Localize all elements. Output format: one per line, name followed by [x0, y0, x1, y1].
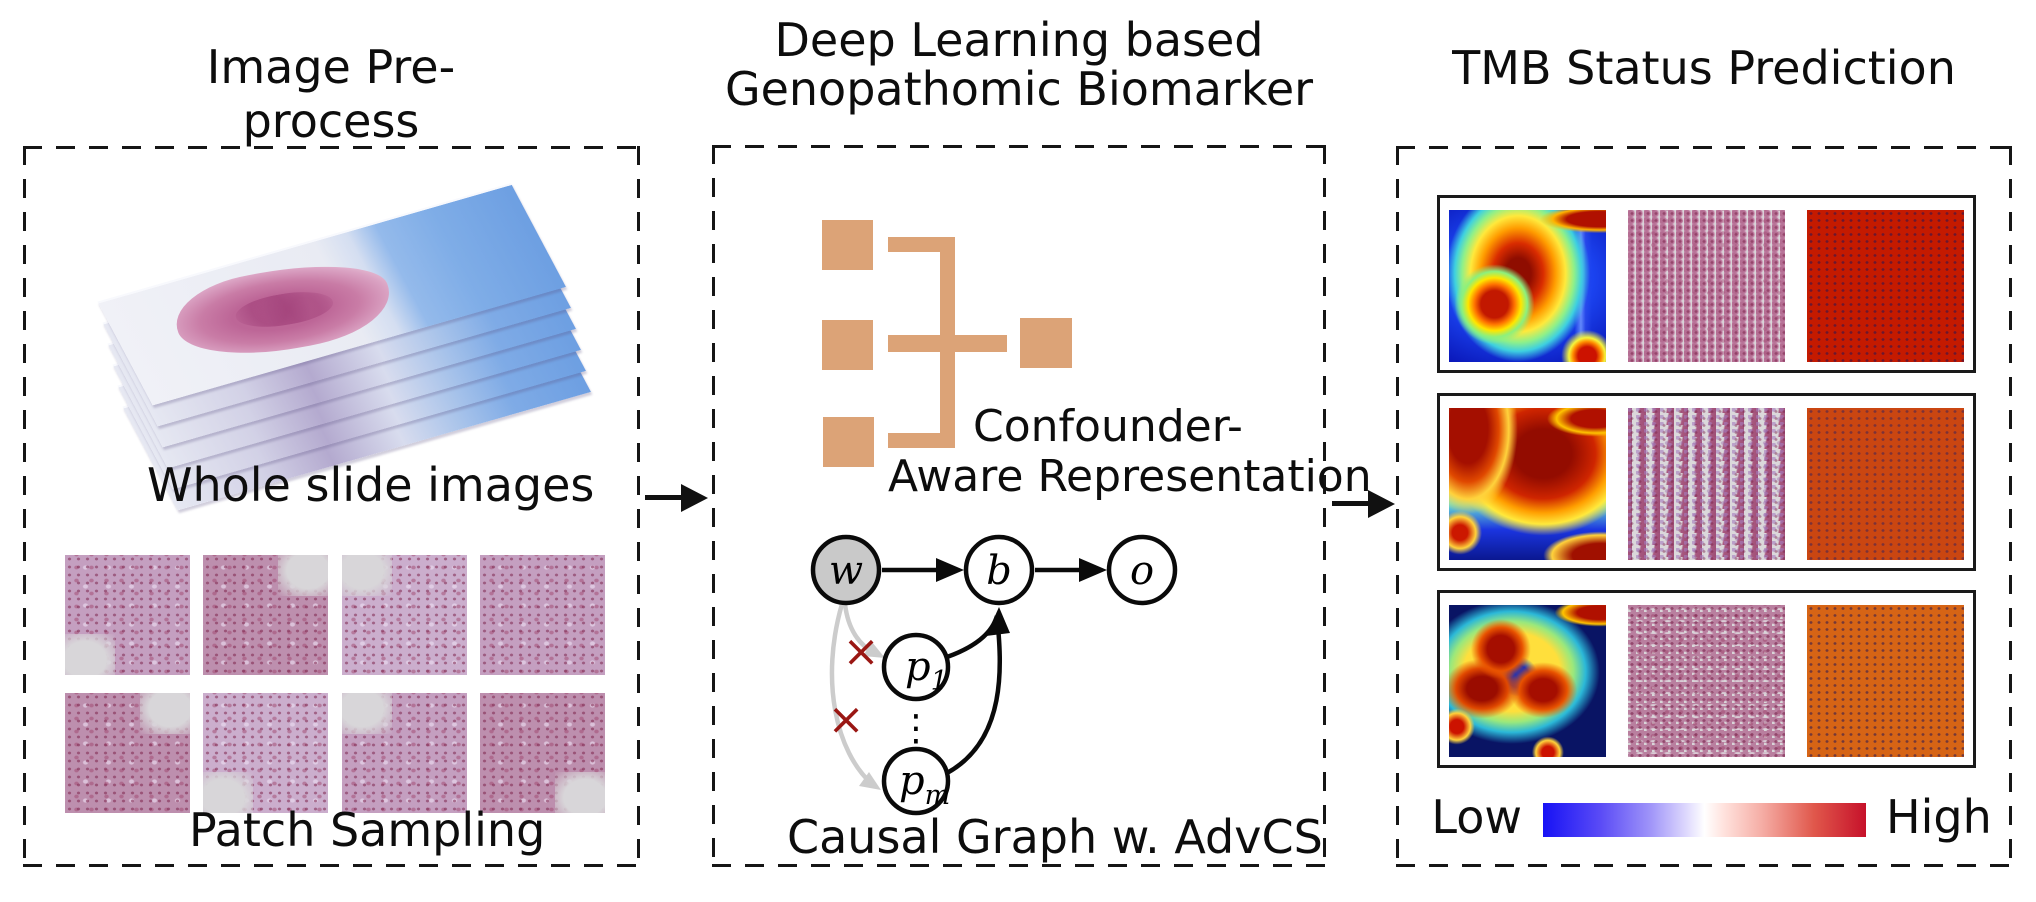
patch-caption: Patch Sampling: [189, 803, 546, 857]
causal-arrowheads: [936, 558, 1107, 636]
node-p1-circle: [881, 632, 951, 702]
histology-image-row1: [1628, 210, 1785, 362]
attention-heatmap-row2: [1449, 408, 1606, 560]
histology-image-row2: [1628, 408, 1785, 560]
prediction-panel-box: [1396, 146, 2012, 867]
heatmap-overlay-row3: [1807, 605, 1964, 757]
confounder-label-line2: Aware Representation: [888, 451, 1372, 502]
blocked-edge-cross-icon: ×: [843, 626, 880, 677]
colorbar-high-label: High: [1886, 790, 1992, 844]
middle-panel-title: Deep Learning based Genopathomic Biomark…: [712, 16, 1326, 114]
node-o-label: o: [1130, 548, 1154, 594]
middle-panel-title-line1: Deep Learning based: [774, 13, 1264, 67]
node-b-circle: [963, 534, 1035, 606]
causal-nodes: [810, 534, 1178, 816]
histology-image-row3: [1628, 605, 1785, 757]
node-pm-label: pm: [899, 758, 950, 811]
prediction-row-3: [1437, 590, 1976, 768]
node-pm-circle: [881, 746, 951, 816]
vertical-ellipsis: ⋮: [898, 708, 934, 749]
colorbar-gradient: [1543, 803, 1866, 837]
tissue-patch: [203, 555, 328, 675]
middle-panel-title-line2: Genopathomic Biomarker: [724, 62, 1314, 116]
wsi-caption: Whole slide images: [147, 458, 595, 512]
biomarker-panel-box: [712, 145, 1326, 867]
tissue-patch: [480, 693, 605, 813]
confounder-label-line1: Confounder-: [973, 401, 1243, 452]
tissue-patch: [480, 555, 605, 675]
node-b-label: b: [986, 548, 1012, 594]
attention-heatmap-row3: [1449, 605, 1606, 757]
right-panel-title: TMB Status Prediction: [1452, 41, 1956, 95]
biomarker-graphics: w b o p1 pm ⋮ × ×: [810, 220, 1178, 816]
causal-graph-caption: Causal Graph w. AdvCS: [787, 810, 1323, 864]
blocked-edge-cross-icon: ×: [828, 694, 865, 745]
attention-heatmap-row1: [1449, 210, 1606, 362]
network-glyph-icon: [822, 220, 1072, 467]
heatmap-overlay-row2: [1807, 408, 1964, 560]
node-o-circle: [1106, 534, 1178, 606]
preprocess-panel-box: [23, 146, 640, 867]
tissue-patch: [203, 693, 328, 813]
colorbar-low-label: Low: [1431, 790, 1522, 844]
prediction-row-2: [1437, 393, 1976, 571]
left-panel-title: Image Pre-process: [206, 40, 456, 148]
tissue-patch: [65, 693, 190, 813]
tissue-patch: [65, 555, 190, 675]
node-w-circle: [810, 534, 882, 606]
tissue-patch: [342, 555, 467, 675]
prediction-row-1: [1437, 195, 1976, 373]
node-p1-label: p1: [905, 644, 948, 697]
cut-edge-arrowheads: [859, 642, 885, 790]
tissue-patch: [342, 693, 467, 813]
heatmap-overlay-row1: [1807, 210, 1964, 362]
whole-slide-image-stack: [95, 168, 605, 511]
node-w-label: w: [829, 548, 863, 594]
